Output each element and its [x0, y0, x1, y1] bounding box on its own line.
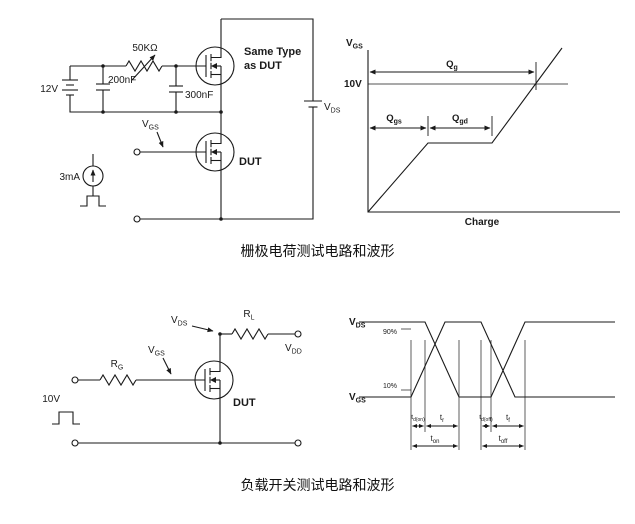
gate-charge-curve	[367, 47, 563, 213]
vds-trace	[359, 321, 615, 398]
pot-label: 50KΩ	[132, 43, 158, 54]
vds-label: VDS	[324, 102, 341, 115]
gate-terminal	[133, 148, 141, 156]
wires	[78, 333, 295, 444]
p90-label: 90%	[383, 329, 397, 336]
qgs-span	[369, 116, 429, 136]
x-axis-label: Charge	[465, 217, 500, 228]
tr-label: tr	[440, 413, 444, 424]
vgs-test-point	[162, 357, 172, 375]
toff-label: toff	[499, 434, 508, 445]
drive-label: 3mA	[59, 172, 80, 183]
cap1-label: 200nF	[108, 75, 136, 86]
vgs-label: VGS	[142, 119, 159, 132]
vds-label: VDS	[349, 317, 366, 330]
capacitor-200nf	[96, 83, 110, 91]
vds-label: VDS	[171, 315, 188, 328]
junction-dots	[218, 332, 222, 445]
vgs-trace	[359, 321, 615, 398]
timing-arrows	[412, 424, 524, 448]
supply-label: 12V	[40, 84, 58, 95]
qgs-label: Qgs	[386, 113, 402, 126]
vds-test-point	[191, 325, 214, 333]
upper-mosfet-symbol	[195, 19, 235, 134]
qg-span	[369, 62, 537, 90]
rl-label: RL	[243, 309, 254, 322]
rg-label: RG	[111, 359, 124, 372]
load-switch-caption: 负载开关测试电路和波形	[240, 477, 395, 493]
dut-mosfet-symbol	[194, 334, 234, 443]
ground-terminal	[294, 439, 302, 447]
source-terminal	[133, 215, 141, 223]
gate-charge-waveform: VGS 10V Qg Qgs Qgd Charge	[344, 38, 620, 228]
dut-label: DUT	[239, 156, 262, 168]
vgs-test-point	[156, 131, 164, 148]
gate-charge-caption: 栅极电荷测试电路和波形	[240, 243, 395, 259]
vgs-label: VGS	[148, 345, 165, 358]
current-source-3ma	[82, 154, 104, 196]
qgd-label: Qgd	[452, 113, 468, 126]
level-label: 10V	[344, 79, 362, 90]
timing-guides	[401, 328, 526, 450]
vgs-label: VGS	[349, 392, 366, 405]
battery-12v	[62, 79, 78, 96]
y-axis-label: VGS	[346, 38, 363, 51]
vdd-terminal	[294, 330, 302, 338]
input-return-terminal	[71, 439, 79, 447]
resistor-rg	[99, 373, 137, 387]
upper-fet-label-1: Same Type	[244, 46, 301, 58]
p10-label: 10%	[383, 383, 397, 390]
capacitor-300nf	[169, 85, 183, 93]
dut-label: DUT	[233, 397, 256, 409]
input-terminal	[71, 376, 79, 384]
resistor-rl	[231, 327, 269, 341]
pulse-icon	[80, 195, 106, 207]
switching-waveform: VDS VGS 90% 10% td(on) tr ton td(off) tf…	[349, 317, 615, 450]
cap2-label: 300nF	[185, 90, 213, 101]
axes	[367, 50, 620, 213]
gate-charge-circuit-diagram: 12V 200nF 50KΩ 300nF VGS 3mA Same Type a…	[40, 18, 341, 223]
tf-label: tf	[506, 413, 510, 424]
vdd-label: VDD	[285, 343, 302, 356]
pulse-icon	[52, 411, 80, 425]
junction-dots	[101, 64, 223, 221]
td-off-label: td(off)	[479, 414, 493, 423]
wires	[69, 18, 314, 220]
upper-fet-label-2: as DUT	[244, 60, 282, 72]
td-on-label: td(on)	[411, 414, 425, 423]
qgd-span	[429, 116, 493, 136]
potentiometer-50k	[125, 54, 163, 81]
dut-mosfet-symbol	[195, 132, 235, 219]
load-switch-circuit-diagram: 10V RG VGS VDS RL VDD DUT	[42, 309, 302, 447]
qg-label: Qg	[446, 59, 458, 72]
ton-label: ton	[431, 434, 440, 445]
pulse-label: 10V	[42, 394, 60, 405]
vds-battery	[304, 100, 322, 108]
